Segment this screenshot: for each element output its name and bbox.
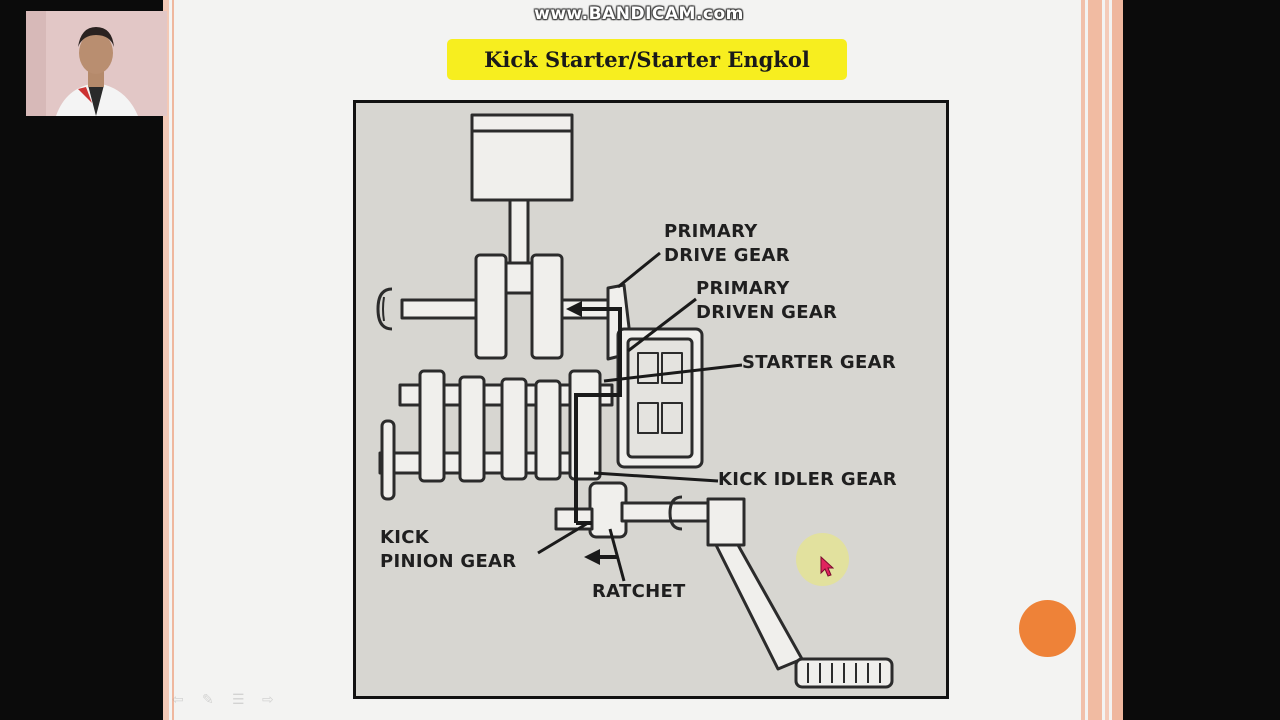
label-kick-idler-gear: KICK IDLER GEAR: [718, 469, 897, 490]
bandicam-watermark: www.BANDICAM.com: [534, 4, 744, 24]
webcam-overlay: [26, 11, 167, 116]
slide-border-right: [1088, 0, 1102, 720]
mouse-pointer-icon: [820, 556, 834, 577]
label-line: PRIMARY: [696, 278, 790, 299]
label-line: PINION GEAR: [380, 551, 517, 572]
label-primary-drive-gear: PRIMARY DRIVE GEAR: [664, 220, 790, 268]
forward-arrow-icon[interactable]: ⇨: [262, 691, 274, 707]
slide-border-right: [1081, 0, 1085, 720]
label-line: KICK: [380, 527, 430, 548]
slide-border-right: [1105, 0, 1109, 720]
kick-starter-diagram: PRIMARY DRIVE GEAR PRIMARY DRIVEN GEAR S…: [353, 100, 949, 699]
label-line: DRIVE GEAR: [664, 245, 790, 266]
kick-starter-drawing: [376, 113, 894, 689]
label-ratchet: RATCHET: [592, 581, 686, 602]
presenter-video: [26, 11, 167, 116]
slide-title: Kick Starter/Starter Engkol: [447, 39, 847, 80]
label-primary-driven-gear: PRIMARY DRIVEN GEAR: [696, 277, 837, 325]
pen-icon[interactable]: ✎: [202, 691, 214, 707]
slide-border-left: [163, 0, 169, 720]
label-starter-gear: STARTER GEAR: [742, 352, 896, 373]
label-line: DRIVEN GEAR: [696, 302, 838, 323]
label-line: PRIMARY: [664, 221, 758, 242]
orange-accent-circle: [1019, 600, 1076, 657]
slide-border-left-thin: [172, 0, 174, 720]
back-arrow-icon[interactable]: ⇦: [172, 691, 184, 707]
slide-nav-controls[interactable]: ⇦ ✎ ☰ ⇨: [172, 692, 278, 706]
slide-border-right: [1112, 0, 1123, 720]
menu-icon[interactable]: ☰: [232, 691, 245, 707]
label-kick-pinion-gear: KICK PINION GEAR: [380, 526, 516, 574]
